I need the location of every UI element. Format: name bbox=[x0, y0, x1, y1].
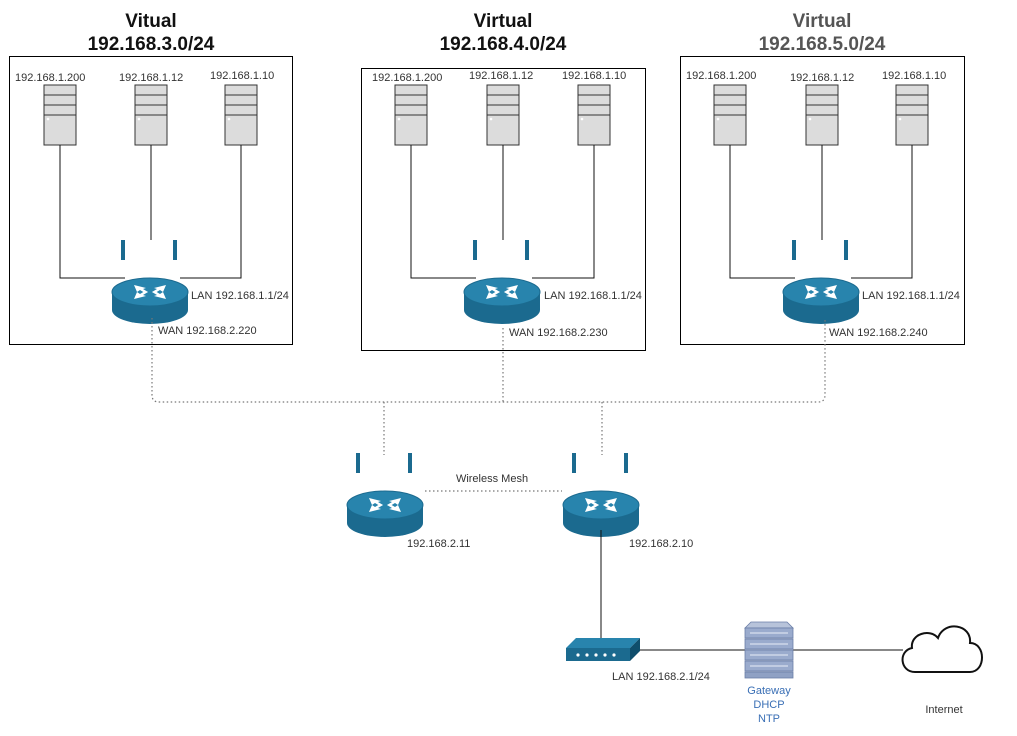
router-wan-label: WAN 192.168.2.230 bbox=[509, 327, 608, 339]
server-icon bbox=[43, 84, 77, 146]
router-lan-label: LAN 192.168.1.1/24 bbox=[544, 290, 642, 302]
dhcp-service-label: DHCP bbox=[753, 699, 784, 711]
server-icon bbox=[134, 84, 168, 146]
ntp-service-label: NTP bbox=[758, 713, 780, 725]
server-icon bbox=[805, 84, 839, 146]
server-icon bbox=[713, 84, 747, 146]
subnet-3-network: 192.168.5.0/24 bbox=[759, 34, 886, 55]
server-icon bbox=[577, 84, 611, 146]
ethernet-link bbox=[532, 145, 595, 279]
server-ip-label: 192.168.1.200 bbox=[372, 72, 442, 84]
server-ip-label: 192.168.1.12 bbox=[790, 72, 854, 84]
router-wan-label: WAN 192.168.2.220 bbox=[158, 325, 257, 337]
mesh-router-right-ip: 192.168.2.10 bbox=[629, 538, 693, 550]
wireless-links bbox=[151, 318, 826, 492]
server-icon bbox=[394, 84, 428, 146]
server-ip-label: 192.168.1.10 bbox=[562, 70, 626, 82]
server-icon bbox=[486, 84, 520, 146]
wireless-mesh-label: Wireless Mesh bbox=[456, 473, 528, 485]
server-icon bbox=[895, 84, 929, 146]
router-wan-label: WAN 192.168.2.240 bbox=[829, 327, 928, 339]
mesh-router-left-ip: 192.168.2.11 bbox=[407, 538, 470, 550]
subnet-3-title: Virtual bbox=[793, 11, 852, 32]
router-lan-label: LAN 192.168.1.1/24 bbox=[191, 290, 289, 302]
server-ip-label: 192.168.1.200 bbox=[686, 70, 756, 82]
server-ip-label: 192.168.1.200 bbox=[15, 72, 85, 84]
ethernet-link bbox=[59, 145, 125, 279]
server-icon bbox=[224, 84, 258, 146]
server-ip-label: 192.168.1.12 bbox=[119, 72, 183, 84]
gateway-service-label: Gateway bbox=[747, 685, 791, 697]
mesh-router-left-icon bbox=[346, 452, 424, 538]
subnet-1-title: Vitual bbox=[125, 11, 176, 32]
server-ip-label: 192.168.1.12 bbox=[469, 70, 533, 82]
server-ip-label: 192.168.1.10 bbox=[210, 70, 274, 82]
mesh-router-right-icon bbox=[562, 452, 640, 538]
subnet-2-network: 192.168.4.0/24 bbox=[440, 34, 567, 55]
ethernet-link bbox=[851, 145, 913, 279]
subnet-1-network: 192.168.3.0/24 bbox=[88, 34, 215, 55]
router-lan-label: LAN 192.168.1.1/24 bbox=[862, 290, 960, 302]
internet-label: Internet bbox=[925, 704, 962, 716]
switch-lan-label: LAN 192.168.2.1/24 bbox=[612, 671, 710, 683]
internet-cloud-icon bbox=[901, 625, 983, 673]
ethernet-link bbox=[180, 145, 242, 279]
switch-icon bbox=[566, 638, 640, 661]
ethernet-link bbox=[410, 145, 476, 279]
server-ip-label: 192.168.1.10 bbox=[882, 70, 946, 82]
gateway-server-icon bbox=[744, 621, 794, 679]
ethernet-link bbox=[729, 145, 795, 279]
subnet-2-title: Virtual bbox=[474, 11, 533, 32]
